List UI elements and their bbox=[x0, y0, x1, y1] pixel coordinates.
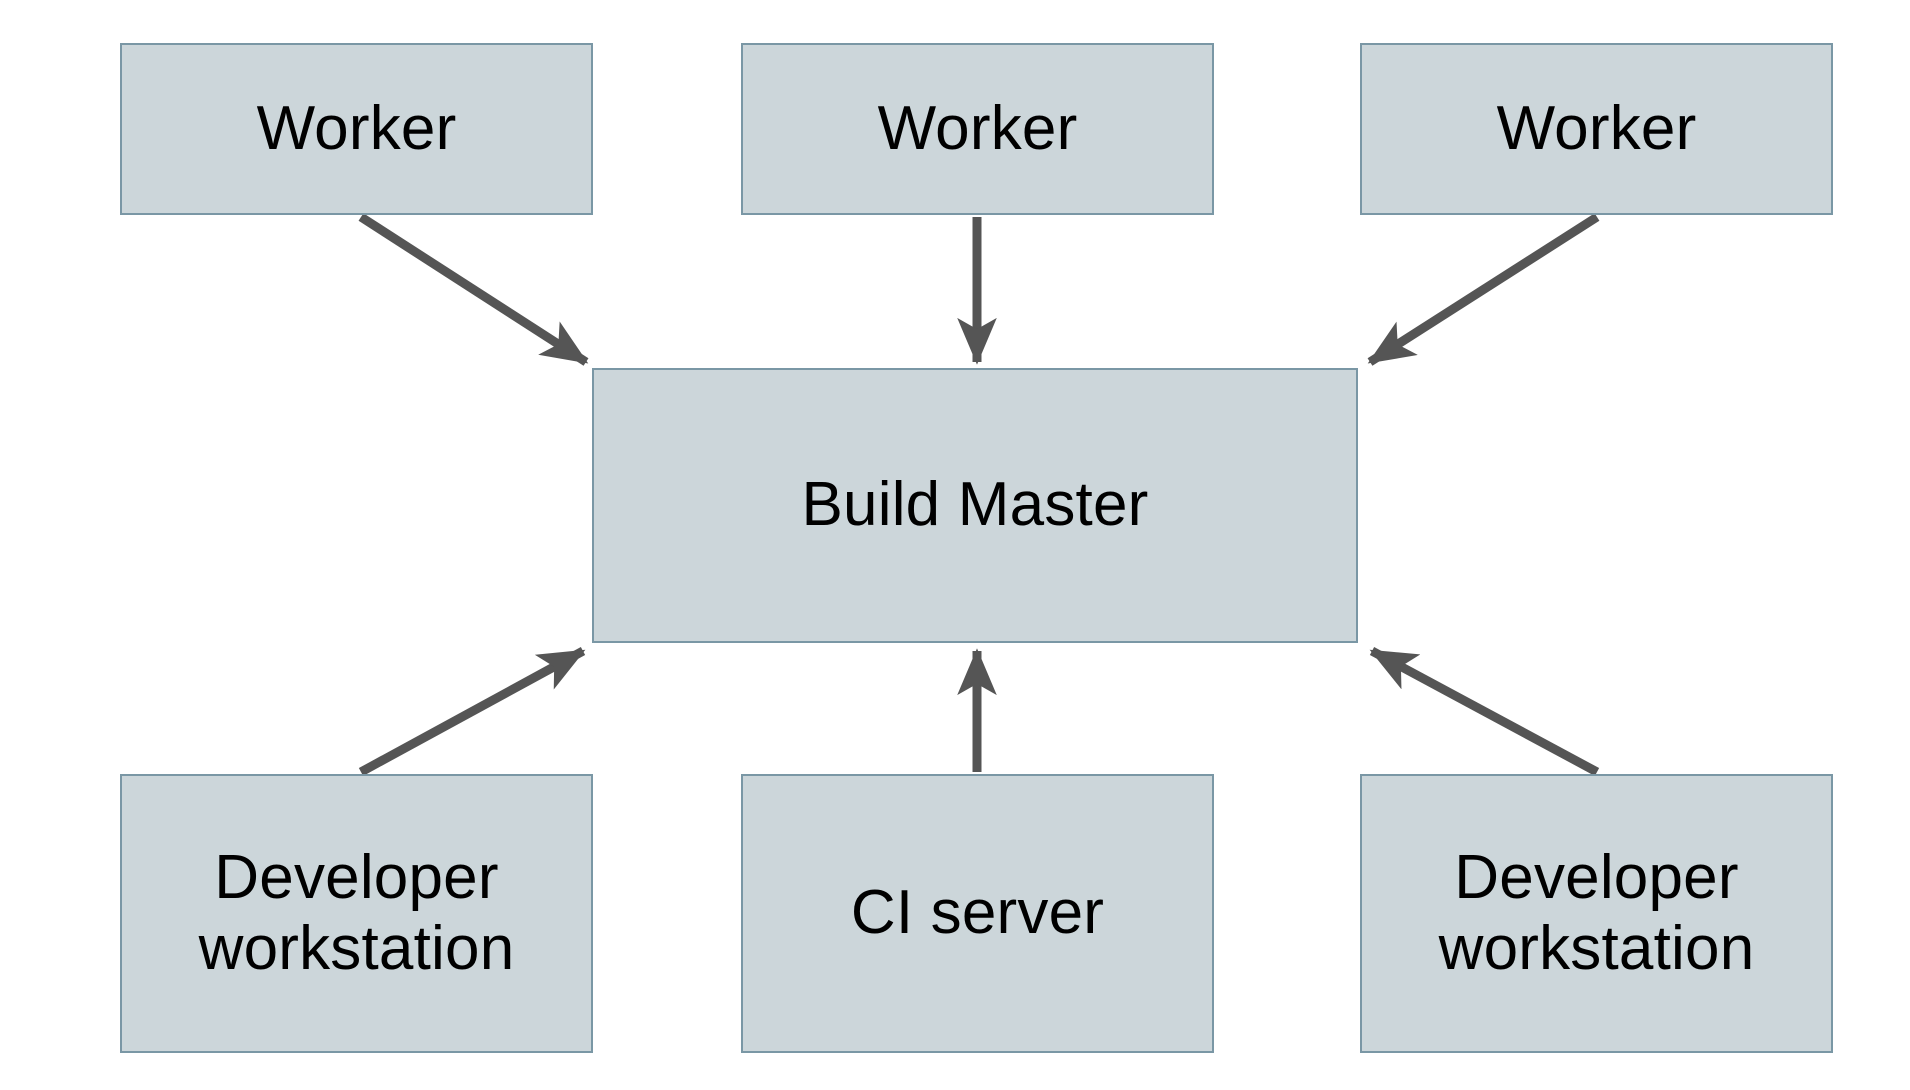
edge-dev-ws-right-to-build-master bbox=[1369, 647, 1600, 776]
node-worker-2[interactable]: Worker bbox=[741, 43, 1214, 215]
edge-worker-3-to-build-master bbox=[1367, 213, 1600, 366]
node-label: Worker bbox=[256, 93, 457, 163]
node-label: Developer workstation bbox=[1438, 842, 1755, 983]
node-worker-1[interactable]: Worker bbox=[120, 43, 593, 215]
edge-dev-ws-left-to-build-master bbox=[358, 647, 586, 776]
node-label: CI server bbox=[850, 878, 1105, 948]
node-developer-workstation-right[interactable]: Developer workstation bbox=[1360, 774, 1833, 1053]
node-build-master[interactable]: Build Master bbox=[592, 368, 1358, 643]
node-label: Developer workstation bbox=[198, 842, 515, 983]
node-label: Worker bbox=[1496, 93, 1697, 163]
node-label: Build Master bbox=[801, 470, 1149, 540]
edge-worker-1-to-build-master bbox=[358, 213, 589, 366]
node-worker-3[interactable]: Worker bbox=[1360, 43, 1833, 215]
node-developer-workstation-left[interactable]: Developer workstation bbox=[120, 774, 593, 1053]
node-ci-server[interactable]: CI server bbox=[741, 774, 1214, 1053]
node-label: Worker bbox=[877, 93, 1078, 163]
